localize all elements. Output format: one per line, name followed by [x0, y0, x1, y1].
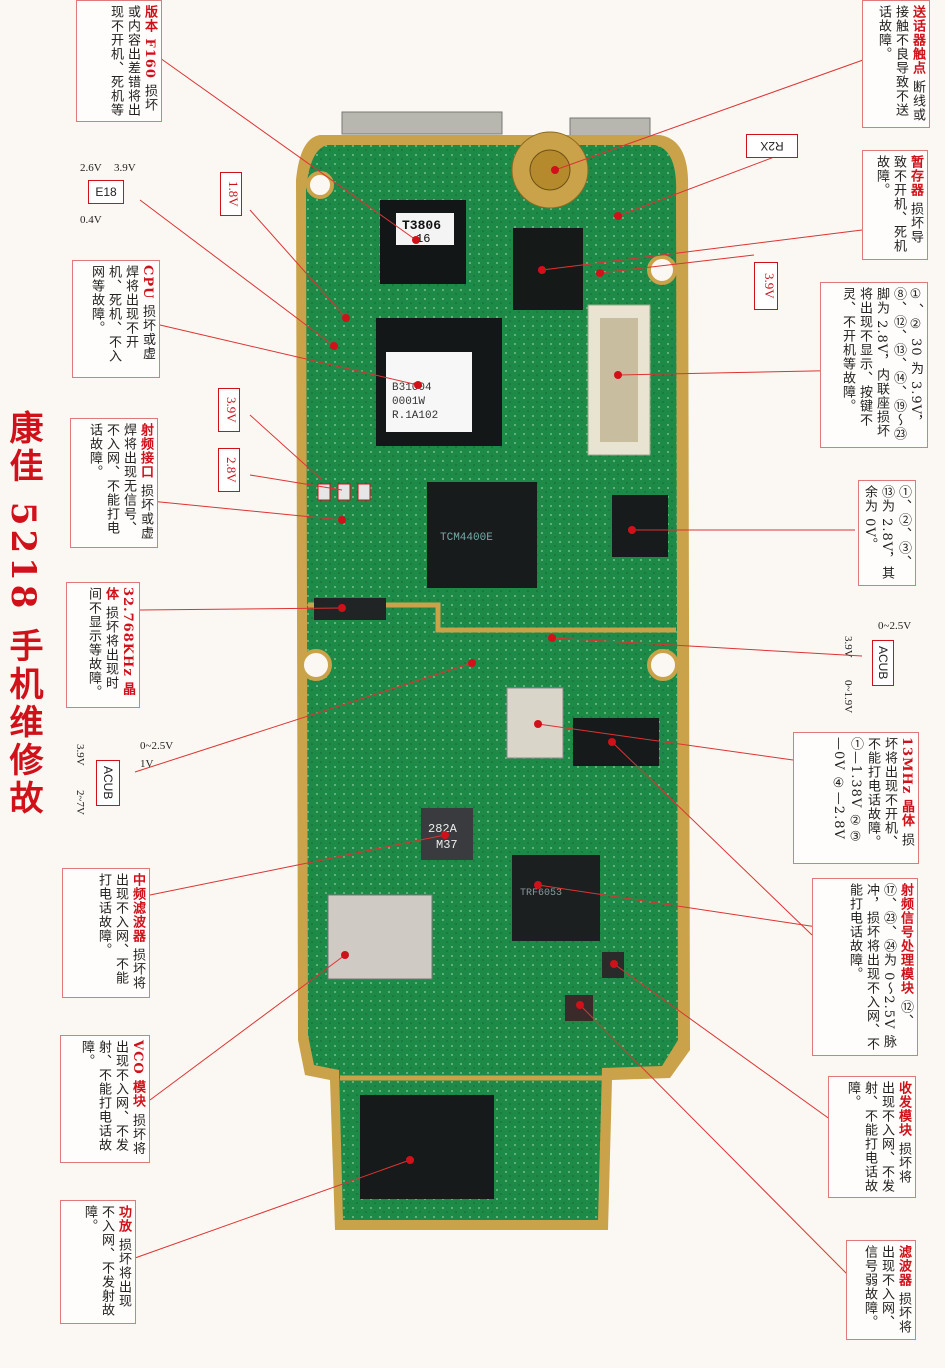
callout-flash: 版本 F160 损坏或内容出差错将出现不开机、死机等 — [76, 0, 162, 122]
acub-right-top: 0~2.5V — [878, 620, 912, 632]
cpu-mark-2: 0001W — [392, 396, 426, 408]
callout-filter: 滤波器 损坏将出现不入网、信号弱故障。 — [846, 1240, 916, 1340]
acub-right-bottom: 0~1.9V — [842, 680, 854, 714]
callout-transceiver: 收发模块 损坏将出现不入网、不发射、不能打电话故障。 — [828, 1076, 916, 1198]
acub-left-top: 0~2.5V — [140, 740, 174, 752]
callout-desc: 损坏或虚焊将出现无信号、不入网、不能打电话故障。 — [87, 423, 153, 541]
callout-if-port: 射频接口 损坏或虚焊将出现无信号、不入网、不能打电话故障。 — [70, 418, 158, 548]
r2x-label: R2X — [746, 134, 798, 158]
callout-title: 暂存器 — [908, 155, 923, 197]
e18-v2: 3.9V — [114, 162, 136, 174]
callout-title: 射频信号处理模块 — [898, 883, 913, 995]
callout-vco: VCO 模块 损坏将出现不入网、不发射、不能打电话故障。 — [60, 1035, 150, 1163]
callout-title: CPU — [140, 265, 155, 300]
acub-left-bottom: 2~7V — [74, 790, 86, 815]
acub-left-label: ACUB — [96, 760, 120, 806]
callout-crystal13: 13MHz 晶体 损坏将出现不开机、不能打电话故障。①—1.38V ②③—0V … — [793, 732, 919, 864]
callout-title: 射频接口 — [138, 423, 153, 479]
callout-cpu: CPU 损坏或虚焊将出现不开机、死机、不入网等故障。 — [72, 260, 160, 378]
callout-title: 送话器触点 — [910, 5, 925, 75]
filter-mark-2: M37 — [436, 838, 458, 852]
e18-v1: 2.6V — [80, 162, 102, 174]
voltage-tag-3-9v: 3.9V — [218, 388, 240, 432]
if-chip-mark: TCM4400E — [440, 532, 493, 544]
page-title: 康佳 5218 手机维修故障彩图之一 — [3, 410, 43, 819]
acub-right-label: ACUB — [872, 640, 894, 686]
callout-desc: 损坏将出现不入网、不发射、不能打电话故障。 — [845, 1081, 911, 1193]
acub-right-left: 3.9V — [842, 636, 854, 658]
callout-if-filter: 中频滤波器 损坏将出现不入网、不能打电话故障。 — [62, 868, 150, 998]
callout-desc: 损坏将出现不开机、不能打电话故障。①—1.38V ②③—0V ④—2.8V — [831, 737, 914, 849]
callout-chip-right: ①、②、③、⑬为 2.8V，其余为 0V。 — [858, 480, 916, 586]
callout-title: 功放 — [116, 1205, 131, 1233]
callout-title: 收发模块 — [896, 1081, 911, 1137]
acub-left-left: 3.9V — [74, 744, 86, 766]
flash-mark: T3806 — [402, 218, 442, 233]
callout-title: 13MHz 晶体 — [899, 737, 914, 828]
callout-desc: 断线或接触不良导致不送话故障。 — [876, 5, 925, 123]
callout-mic-contact: 送话器触点 断线或接触不良导致不送话故障。 — [862, 0, 930, 128]
callout-desc: ①、② 30 为 3.9V，⑧、⑫、⑬、⑭、⑲～㉓脚为 2.8V，内联座损坏将出… — [840, 287, 923, 441]
voltage-tag-1-8v: 1.8V — [220, 172, 242, 216]
callout-title: 中频滤波器 — [130, 873, 145, 943]
callout-title: 32.768KHz 晶体 — [103, 587, 135, 697]
flash-mark-2: 16 — [416, 232, 431, 246]
callout-buffer: 暂存器 损坏导致不开机、死机故障。 — [862, 150, 928, 260]
callout-crystal32: 32.768KHz 晶体 损坏将出现时间不显示等故障。 — [66, 582, 140, 708]
rf-mark: TRF6053 — [520, 888, 563, 899]
callout-title: 滤波器 — [896, 1245, 911, 1287]
callout-desc: 损坏将出现不入网、不发射故障。 — [82, 1205, 131, 1317]
callout-desc: 损坏将出现时间不显示等故障。 — [86, 587, 118, 699]
e18-v3: 0.4V — [80, 214, 102, 226]
callout-desc: 损坏或虚焊将出现不开机、死机、不入网等故障。 — [89, 265, 155, 363]
callout-desc: ①、②、③、⑬为 2.8V，其余为 0V。 — [862, 485, 911, 581]
callout-desc: 损坏将出现不入网、不能打电话故障。 — [96, 873, 145, 991]
acub-left-right: 1V — [140, 758, 154, 770]
callout-title: VCO 模块 — [130, 1040, 145, 1109]
callout-connector: ①、② 30 为 3.9V，⑧、⑫、⑬、⑭、⑲～㉓脚为 2.8V，内联座损坏将出… — [820, 282, 928, 448]
callout-desc: 损坏将出现不入网、信号弱故障。 — [862, 1245, 911, 1335]
callout-rf-module: 射频信号处理模块 ⑫、⑰、㉓、㉔为 0～2.5V 脉冲，损坏将出现不入网、不能打… — [812, 878, 918, 1056]
callout-title: 版本 F160 — [142, 5, 157, 79]
callout-desc: ⑫、⑰、㉓、㉔为 0～2.5V 脉冲，损坏将出现不入网、不能打电话故障。 — [847, 883, 913, 1051]
callout-pa: 功放 损坏将出现不入网、不发射故障。 — [60, 1200, 136, 1324]
callout-desc: 损坏将出现不入网、不发射、不能打电话故障。 — [79, 1040, 145, 1156]
voltage-tag-2-8v: 2.8V — [218, 448, 240, 492]
callout-desc: 损坏导致不开机、死机故障。 — [874, 155, 923, 253]
callout-desc: 损坏或内容出差错将出现不开机、死机等 — [108, 5, 157, 117]
filter-mark: 282A — [428, 822, 457, 836]
cpu-mark-3: R.1A102 — [392, 410, 439, 422]
voltage-tag-3-9v-right: 3.9V — [754, 262, 778, 310]
e18-label: E18 — [88, 180, 124, 204]
